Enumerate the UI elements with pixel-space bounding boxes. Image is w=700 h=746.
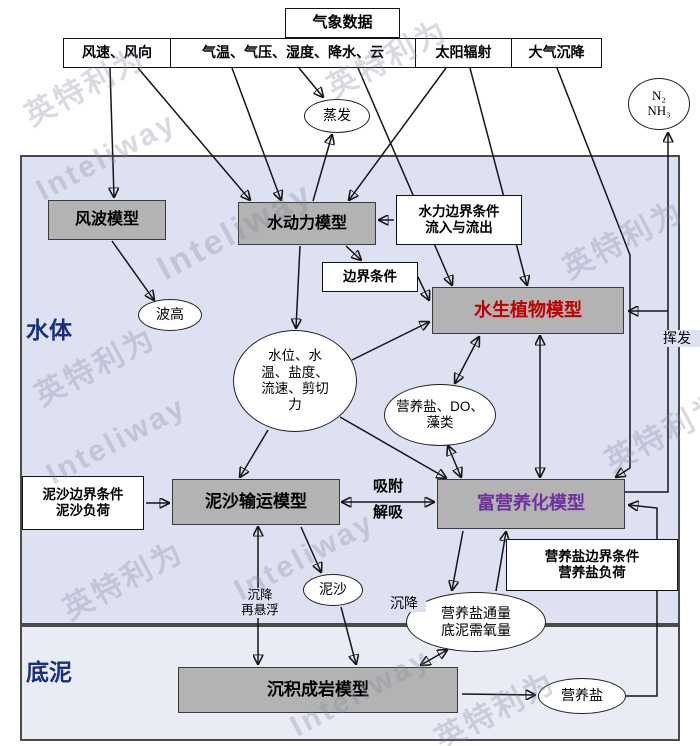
gas-exchange-ellipse: N₂ NH₃ bbox=[628, 78, 690, 130]
arrow bbox=[556, 67, 631, 477]
nutrient-boundary-line1: 营养盐边界条件 bbox=[544, 548, 640, 564]
hydraulic-boundary-box: 水力边界条件 流入与流出 bbox=[396, 195, 522, 245]
arrow bbox=[340, 606, 356, 664]
sediment-boundary-box: 泥沙边界条件 泥沙负荷 bbox=[22, 476, 144, 530]
volatilization-label: 挥发 bbox=[654, 330, 700, 348]
settling-label: 沉降 bbox=[236, 588, 284, 604]
arrow bbox=[240, 429, 269, 477]
meteo-wind-box: 风速、风向 bbox=[63, 38, 171, 68]
hydraulic-boundary-line1: 水力边界条件 bbox=[418, 203, 500, 219]
eutrophication-model-node: 富营养化模型 bbox=[437, 479, 625, 529]
adsorption-label: 吸附 bbox=[372, 478, 403, 495]
sediment-boundary-line2: 泥沙负荷 bbox=[56, 503, 110, 518]
bottom-sediment-label: 底泥 bbox=[26, 659, 72, 685]
arrow bbox=[455, 337, 479, 383]
sediment-ellipse: 泥沙 bbox=[303, 574, 363, 606]
nutrient-boundary-box: 营养盐边界条件 营养盐负荷 bbox=[506, 539, 678, 591]
arrow bbox=[421, 650, 447, 665]
arrow bbox=[469, 67, 527, 285]
sediment-boundary-line1: 泥沙边界条件 bbox=[42, 486, 124, 502]
arrow bbox=[448, 446, 461, 477]
arrow bbox=[349, 67, 447, 200]
sediment-transport-model-node: 泥沙输运模型 bbox=[172, 479, 340, 525]
wind-wave-model-node: 风波模型 bbox=[48, 200, 166, 240]
gas-nh3-label: NH₃ bbox=[647, 103, 671, 118]
nutrient-flux-ellipse: 营养盐通量 底泥需氧量 bbox=[406, 592, 546, 652]
nutrient-boundary-line2: 营养盐负荷 bbox=[558, 565, 626, 580]
arrow bbox=[111, 240, 154, 300]
hydrodynamic-model-node: 水动力模型 bbox=[238, 202, 376, 245]
diagenesis-model-node: 沉积成岩模型 bbox=[178, 667, 458, 713]
settling-label-2: 沉降 bbox=[382, 595, 426, 613]
meteo-temp-box: 气温、气压、湿度、降水、云 bbox=[170, 38, 416, 68]
meteo-radiation-box: 太阳辐射 bbox=[415, 38, 512, 68]
arrow bbox=[625, 133, 668, 493]
arrow bbox=[495, 532, 506, 592]
arrow bbox=[231, 67, 281, 200]
nutrient-flux-line2: 底泥需氧量 bbox=[441, 622, 511, 638]
desorption-label: 解吸 bbox=[372, 504, 403, 521]
arrow bbox=[110, 67, 114, 197]
wave-height-ellipse: 波高 bbox=[138, 299, 202, 331]
resuspension-label: 再悬浮 bbox=[230, 603, 290, 619]
water-body-label: 水体 bbox=[26, 317, 72, 343]
arrow bbox=[345, 245, 361, 260]
meteo-data-box: 气象数据 bbox=[285, 8, 400, 38]
arrow bbox=[452, 530, 464, 590]
nutrient-flux-line1: 营养盐通量 bbox=[441, 604, 511, 621]
hydraulic-boundary-line2: 流入与流出 bbox=[425, 220, 493, 235]
arrow bbox=[461, 694, 535, 695]
boundary-condition-box: 边界条件 bbox=[322, 262, 418, 292]
arrow bbox=[351, 322, 429, 361]
arrow bbox=[626, 505, 658, 697]
meteo-deposition-box: 大气沉降 bbox=[511, 38, 602, 68]
arrow bbox=[357, 67, 452, 285]
nutrients-ellipse: 营养盐 bbox=[538, 678, 626, 714]
gas-n2-label: N₂ bbox=[652, 88, 666, 104]
arrow bbox=[417, 276, 429, 300]
arrow bbox=[312, 135, 332, 202]
aquatic-plant-model-node: 水生植物模型 bbox=[432, 287, 624, 334]
nutrients-do-algae-ellipse: 营养盐、DO、藻类 bbox=[384, 384, 496, 446]
arrow bbox=[298, 67, 323, 97]
state-variables-ellipse: 水位、水温、盐度、流速、剪切力 bbox=[233, 330, 357, 432]
arrow bbox=[296, 245, 300, 328]
arrow bbox=[339, 416, 446, 478]
arrow bbox=[300, 526, 321, 572]
evaporation-ellipse: 蒸发 bbox=[304, 99, 370, 133]
arrow bbox=[137, 67, 250, 200]
